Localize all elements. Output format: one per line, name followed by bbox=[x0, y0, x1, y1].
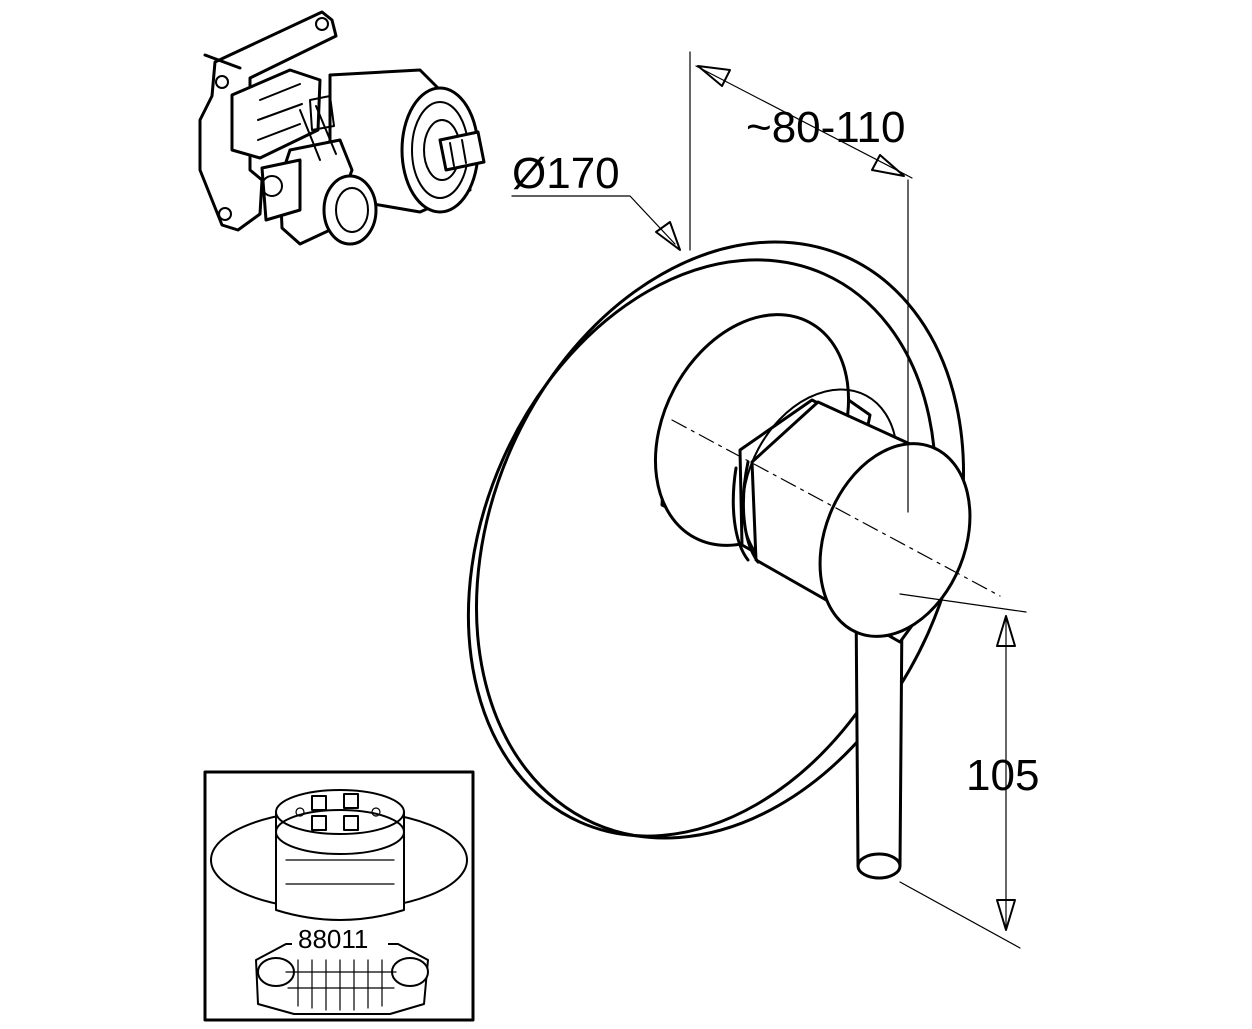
diameter-dimension-label: Ø170 bbox=[512, 149, 620, 198]
inset-part-number: 88011 bbox=[298, 924, 368, 954]
lever-height-dimension: 105 bbox=[899, 593, 1039, 949]
depth-dimension: ~80-110 bbox=[689, 51, 913, 251]
lever-height-dimension-label: 105 bbox=[966, 751, 1039, 800]
lever-handle bbox=[854, 596, 904, 880]
rough-in-inset: 88011 bbox=[203, 770, 475, 1022]
mixer-fitting-drawing bbox=[466, 179, 1001, 880]
depth-dimension-label: ~80-110 bbox=[746, 103, 905, 152]
diameter-dimension: Ø170 bbox=[511, 149, 681, 251]
center-axis-line bbox=[671, 419, 1001, 597]
rough-in-valve-illustration bbox=[198, 10, 486, 246]
